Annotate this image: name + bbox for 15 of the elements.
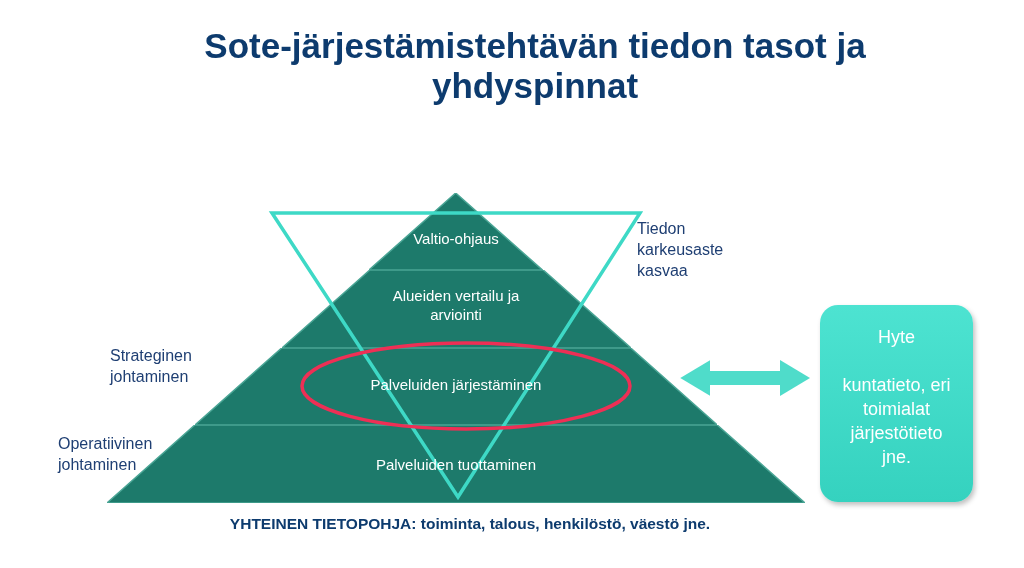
footer-text: YHTEINEN TIETOPOHJA: toiminta, talous, henkilöstö, väestö jne. — [228, 514, 712, 534]
pyramid-level — [194, 348, 718, 425]
side-note: Tiedon karkeusaste kasvaa — [637, 219, 725, 281]
side-label: Strateginen johtaminen — [110, 346, 193, 387]
pyramid-top-level — [369, 193, 543, 270]
card-text: kuntatieto, eri toimialat järjestötieto jne. — [841, 374, 952, 469]
level-label: Palveluiden järjestäminen — [369, 375, 543, 394]
level-label: Valtio-ohjaus — [412, 229, 500, 248]
title: Sote-järjestämistehtävän tiedon tasot ja yhdyspinnat — [203, 26, 867, 106]
level-label: Alueiden vertailu ja arviointi — [391, 286, 521, 324]
level-label: Palveluiden tuottaminen — [374, 455, 538, 474]
info-card — [820, 305, 973, 502]
double-arrow — [680, 360, 810, 396]
side-label: Operatiivinen johtaminen — [58, 434, 154, 475]
card-heading: Hyte — [877, 326, 916, 349]
